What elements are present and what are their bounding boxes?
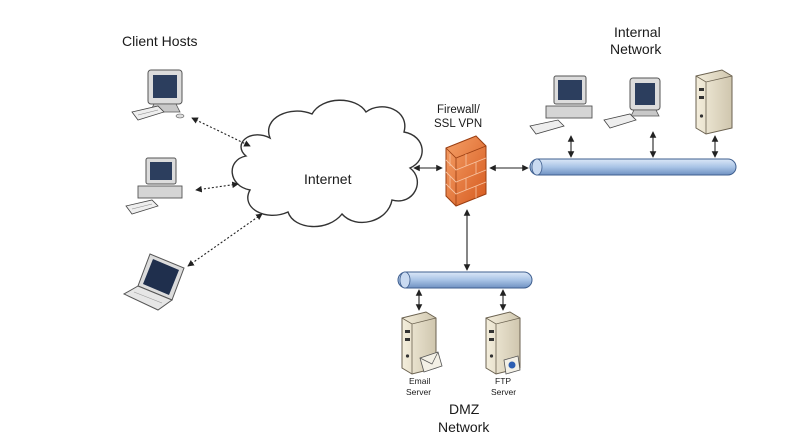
desktop-computer-icon	[131, 69, 185, 121]
internet-label: Internet	[304, 171, 352, 187]
desktop-tower-icon	[529, 75, 593, 135]
internal-network-bus	[529, 158, 737, 176]
ftp-server-icon	[485, 311, 521, 375]
desktop-computer-icon	[603, 77, 661, 129]
client3-internet-link	[187, 213, 263, 267]
ftp-server-label-line2: Server	[491, 387, 516, 397]
internet-cloud: Internet	[231, 99, 423, 228]
client-hosts-label: Client Hosts	[122, 33, 197, 49]
email-server-label-line1: Email	[409, 376, 430, 386]
firewall-label-line2: SSL VPN	[434, 118, 482, 130]
desktop-tower-icon	[125, 157, 183, 215]
firewall-brick-icon	[445, 135, 487, 207]
client1-internet-link	[191, 117, 251, 147]
dmz-network-bus	[397, 271, 533, 289]
ftp-server-label-line1: FTP	[495, 376, 511, 386]
dmz-network-label-line2: Network	[438, 419, 490, 435]
laptop-icon	[122, 253, 185, 311]
email-server-icon	[401, 311, 443, 375]
firewall-label-line1: Firewall/	[437, 104, 481, 116]
dmz-network-label-line1: DMZ	[449, 401, 480, 417]
email-server-label-line2: Server	[406, 387, 431, 397]
internal-network-label-line1: Internal	[614, 24, 661, 40]
internal-network-label-line2: Network	[610, 41, 662, 57]
server-icon	[695, 69, 733, 135]
client2-internet-link	[195, 181, 239, 193]
